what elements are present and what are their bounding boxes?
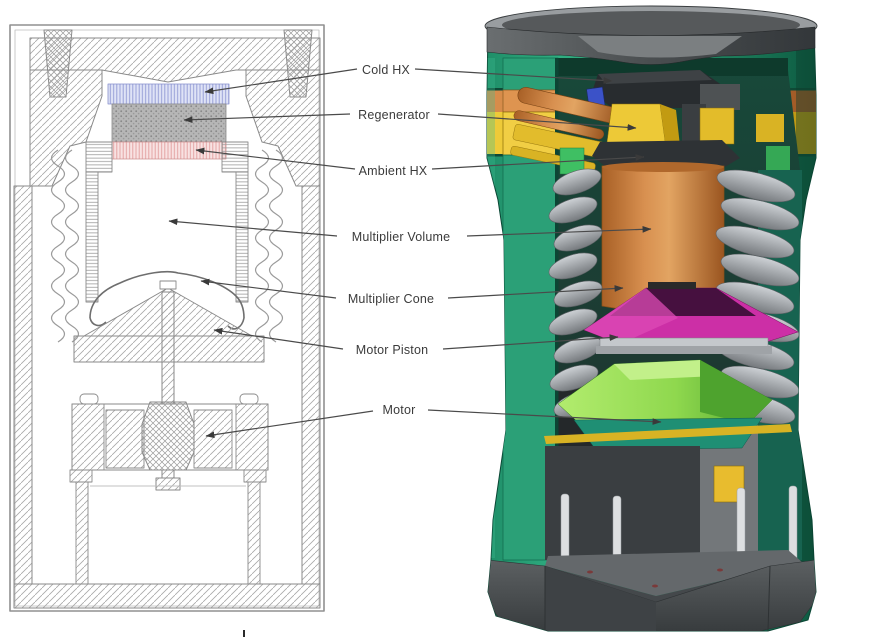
schematic-bottom-plate xyxy=(13,583,321,609)
label-multiplier-cone: Multiplier Cone xyxy=(347,292,435,306)
caption-artifact xyxy=(243,630,245,637)
label-multiplier-volume: Multiplier Volume xyxy=(351,230,451,244)
leader-motor-piston-left xyxy=(213,327,344,350)
leader-motor-left xyxy=(205,410,374,439)
label-motor-piston: Motor Piston xyxy=(355,343,429,357)
schematic-piston-cap xyxy=(159,280,177,290)
schematic-panel xyxy=(9,24,325,637)
schematic-cold-hx xyxy=(107,83,230,105)
schematic-ambient-hx xyxy=(111,141,227,160)
render-panel xyxy=(484,5,818,632)
leader-cold-hx-left xyxy=(204,68,358,95)
schematic-multiplier-cylinder xyxy=(85,141,249,303)
schematic-bellows-right xyxy=(254,149,284,343)
render-support-rods xyxy=(560,485,798,571)
render-base xyxy=(487,559,816,631)
leader-multiplier-cone-left xyxy=(200,278,337,299)
leader-multiplier-cone-right xyxy=(447,285,624,299)
schematic-motor xyxy=(71,393,269,487)
leader-cold-hx-right xyxy=(414,68,613,84)
leader-lines xyxy=(168,68,662,439)
leader-motor-right xyxy=(427,409,662,425)
schematic-leg-left xyxy=(75,481,89,585)
schematic-shaft-foot xyxy=(155,477,181,491)
render-green-block-right xyxy=(766,146,790,170)
leader-multiplier-volume-left xyxy=(168,218,338,237)
label-ambient-hx: Ambient HX xyxy=(358,164,428,178)
label-regenerator: Regenerator xyxy=(358,108,430,122)
render-top-cap xyxy=(484,5,818,65)
render-cut-face xyxy=(502,57,559,561)
leader-motor-piston-right xyxy=(442,334,619,350)
render-motor-block xyxy=(545,446,700,560)
schematic-wall-right xyxy=(301,185,321,585)
label-cold-hx: Cold HX xyxy=(362,63,410,77)
render-motor-piston xyxy=(544,359,792,451)
leader-ambient-hx-right xyxy=(431,154,645,170)
render-multiplier-cone xyxy=(583,282,799,354)
leader-regenerator-right xyxy=(437,113,637,131)
schematic-shoulder-left xyxy=(29,69,103,187)
schematic-leg-right xyxy=(247,481,261,585)
schematic-wall-left xyxy=(13,185,33,585)
label-motor: Motor xyxy=(382,403,416,417)
leader-ambient-hx-left xyxy=(195,147,356,170)
leader-regenerator-left xyxy=(183,113,351,124)
schematic-leg-bracket-right xyxy=(243,469,267,483)
schematic-regenerator xyxy=(111,103,227,143)
leader-multiplier-volume-right xyxy=(466,225,652,237)
schematic-bellows-left xyxy=(50,149,80,343)
schematic-leg-bracket-left xyxy=(69,469,93,483)
